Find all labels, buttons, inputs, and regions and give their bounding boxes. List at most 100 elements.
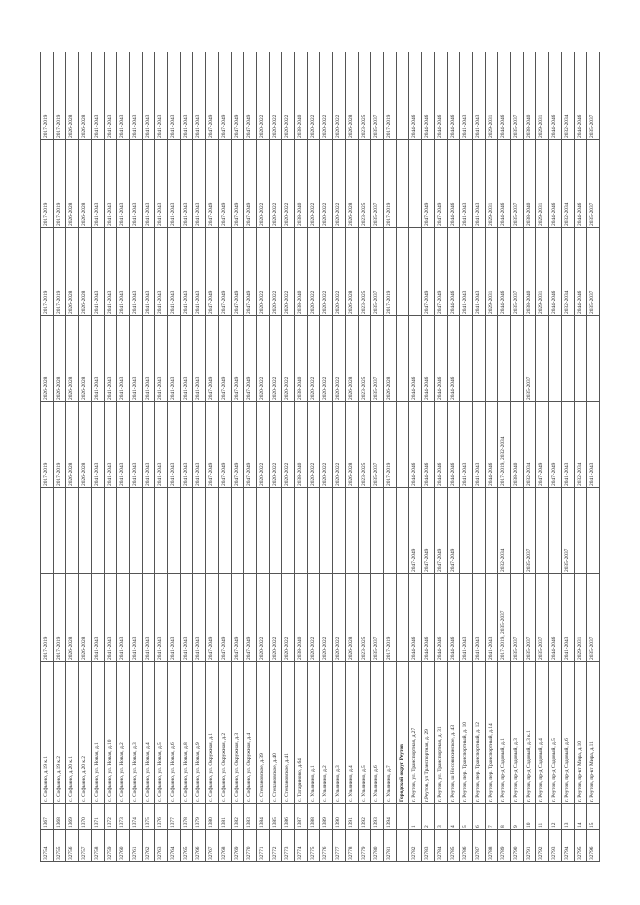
table-cell: 1380	[205, 803, 219, 830]
table-cell: 2044-2046	[447, 315, 460, 402]
table-cell: 2038-2040	[523, 227, 536, 316]
table-cell: 2026-2028	[65, 401, 79, 488]
table-cell: 32785	[447, 829, 460, 862]
table-cell: 2026-2028	[345, 139, 359, 228]
table-cell: Городской округ Реутов	[396, 661, 409, 804]
table-cell: 2041-2043	[459, 573, 473, 662]
table-cell: 2029-2031	[535, 227, 549, 316]
table-cell: с. Ульянино, д.2	[319, 661, 333, 804]
table-cell: 1390	[332, 803, 346, 830]
table-cell: 2041-2043	[459, 401, 473, 488]
table-cell: с. Софьино, ул. Окружная, д.3	[231, 661, 244, 804]
table-cell	[65, 487, 79, 574]
table-cell	[574, 487, 587, 574]
table-cell: 1375	[142, 803, 155, 830]
table-cell: 2017-2019	[40, 573, 54, 662]
table-cell: 1376	[154, 803, 168, 830]
table-cell: 2047-2049	[447, 487, 460, 574]
table-cell	[599, 315, 600, 402]
table-cell: 1394	[383, 803, 397, 830]
table-cell: 32768	[218, 829, 232, 862]
table-cell: 2020-2022	[307, 139, 320, 228]
table-cell: 10	[523, 803, 536, 830]
table-cell: 1368	[53, 803, 66, 830]
table-cell: 2044-2046	[434, 401, 447, 488]
table-cell: 1382	[231, 803, 244, 830]
table-cell: 2017-2019	[383, 573, 397, 662]
table-cell: 2041-2043	[472, 139, 486, 228]
table-cell: 2041-2043	[129, 573, 143, 662]
table-cell: 2038-2040	[523, 139, 536, 228]
table-cell: 2041-2043	[91, 401, 105, 488]
table-cell: г. Реутов, пер. Транспортный, д. 12	[472, 661, 486, 804]
table-cell	[396, 52, 409, 140]
table-cell: 2047-2049	[218, 52, 232, 140]
table-cell: 2032-2034	[523, 401, 536, 488]
table-cell: г. Реутов, пр-д Садовый, д.3	[510, 661, 524, 804]
table-cell: 2038-2040	[294, 573, 308, 662]
table-cell: 32792	[535, 829, 549, 862]
table-cell: 2026-2028	[78, 315, 92, 402]
table-cell: 2041-2043	[129, 52, 143, 140]
table-cell: 2017-2019	[53, 227, 66, 316]
table-cell: с. Софьино, ул. Новая, д.5	[154, 661, 168, 804]
table-cell: г. Реутов, пр-д Садовый, д.6	[561, 661, 575, 804]
table-cell: 2041-2043	[91, 139, 105, 228]
table-cell: 2041-2043	[586, 401, 600, 488]
table-cell: 32786	[459, 829, 473, 862]
table-cell: г.Реутов, ул Транспортная, д. 29	[421, 661, 435, 804]
table-cell: 2041-2043	[167, 401, 181, 488]
table-cell: 2017-2019	[40, 139, 54, 228]
table-cell	[231, 487, 244, 574]
table-cell	[40, 487, 54, 574]
table-cell: 1	[408, 803, 422, 830]
table-cell: 2047-2049	[205, 227, 219, 316]
table-cell	[53, 487, 66, 574]
table-cell: 2047-2049	[218, 315, 232, 402]
table-cell: 2017-2019	[383, 52, 397, 140]
table-cell: 2035-2037	[510, 52, 524, 140]
table-cell: 32760	[116, 829, 130, 862]
table-cell: 2038-2040	[294, 227, 308, 316]
table-cell: с. Софьино, ул. Окружная, д.1	[205, 661, 219, 804]
table-cell: 2017-2019	[40, 401, 54, 488]
table-cell: 2041-2043	[104, 227, 117, 316]
table-cell: 2035-2037	[370, 315, 384, 402]
table-cell: 2035-2037	[561, 487, 575, 574]
table-cell	[561, 315, 575, 402]
table-cell	[104, 487, 117, 574]
table-cell: 2044-2046	[485, 401, 498, 488]
table-cell: 32797	[599, 829, 600, 862]
table-cell: 2020-2022	[281, 139, 295, 228]
table-cell: с. Степановское, д.39	[256, 661, 270, 804]
table-cell: 15	[586, 803, 600, 830]
table-cell: 2044-2046	[421, 573, 435, 662]
table-cell: с. Степановское, д.41	[281, 661, 295, 804]
table-cell	[599, 487, 600, 574]
table-cell: 2041-2043	[129, 139, 143, 228]
table-cell: с. Ульянино, д.5	[358, 661, 371, 804]
table-cell: 2041-2043	[192, 139, 206, 228]
table-cell: 2026-2028	[65, 52, 79, 140]
table-cell: 2029-2031	[485, 227, 498, 316]
table-cell: 1367	[40, 803, 54, 830]
table-cell: 2041-2043	[154, 52, 168, 140]
table-cell: 2020-2022	[319, 52, 333, 140]
table-cell	[281, 487, 295, 574]
table-cell: 2020-2022	[319, 315, 333, 402]
table-cell: 32773	[281, 829, 295, 862]
table-cell: 2020-2022	[256, 52, 270, 140]
table-cell: г. Реутов, ул. Транспортная, д. 31	[434, 661, 447, 804]
table-cell: 2044-2046	[408, 573, 422, 662]
table-cell: 1389	[319, 803, 333, 830]
table-cell: 2041-2043	[91, 315, 105, 402]
table-cell: 2044-2046	[574, 227, 587, 316]
table-cell: 2035-2037	[586, 52, 600, 140]
table-cell: 2041-2043	[116, 52, 130, 140]
table-cell: 2041-2043	[116, 573, 130, 662]
